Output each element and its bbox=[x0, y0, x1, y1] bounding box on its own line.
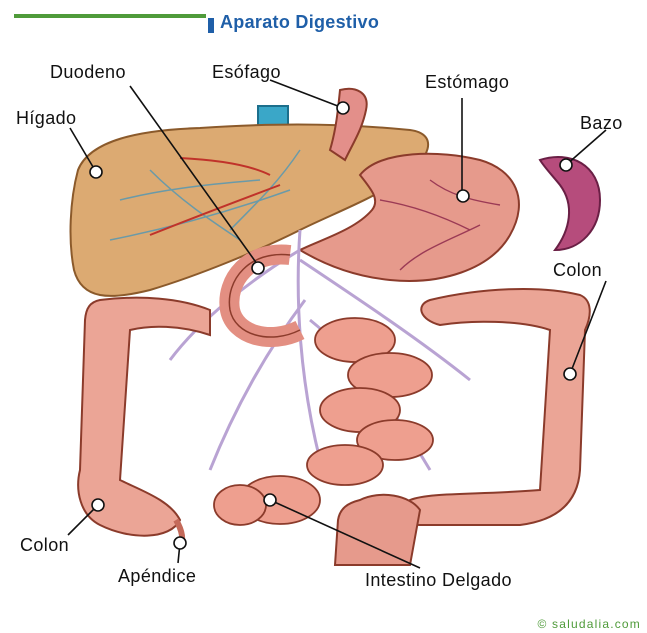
credit-text: © saludalia.com bbox=[537, 617, 641, 631]
label-intestino-delgado: Intestino Delgado bbox=[365, 570, 512, 591]
label-esofago: Esófago bbox=[212, 62, 281, 83]
rectum bbox=[335, 495, 420, 565]
label-duodeno: Duodeno bbox=[50, 62, 126, 83]
label-colon-left: Colon bbox=[20, 535, 69, 556]
label-colon-right: Colon bbox=[553, 260, 602, 281]
label-higado: Hígado bbox=[16, 108, 76, 129]
small-intestine bbox=[214, 318, 433, 525]
label-bazo: Bazo bbox=[580, 113, 623, 134]
descending-colon bbox=[401, 289, 589, 525]
label-apendice: Apéndice bbox=[118, 566, 196, 587]
spleen bbox=[540, 157, 600, 250]
label-estomago: Estómago bbox=[425, 72, 509, 93]
